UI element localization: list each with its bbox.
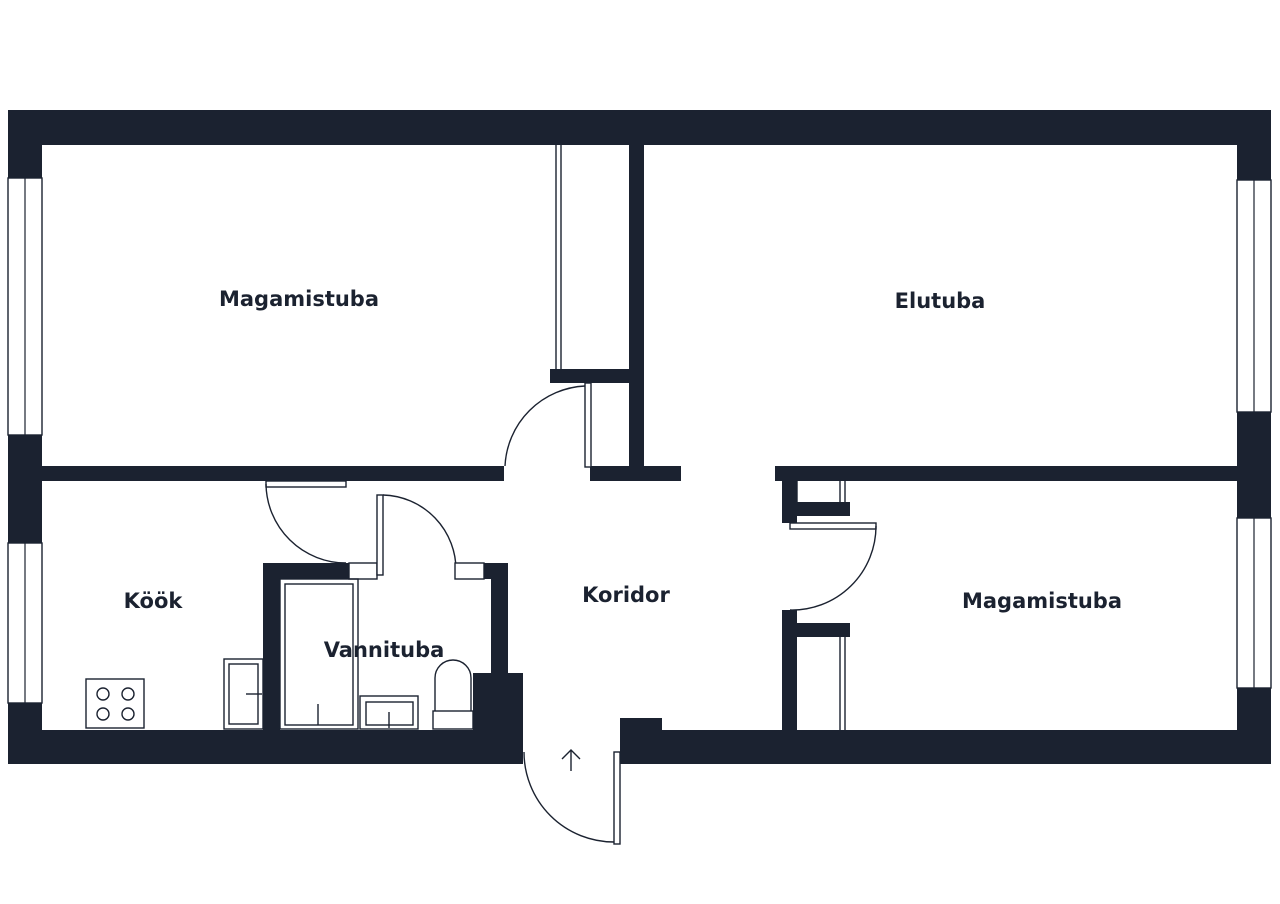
room-label-living-room: Elutuba — [895, 289, 986, 313]
kitchen-cabinet — [223, 658, 264, 730]
closet-doors — [555, 145, 846, 730]
stove-icon — [85, 678, 145, 729]
sink-icon — [359, 695, 419, 730]
shower-cabin — [279, 578, 359, 730]
room-label-kitchen: Köök — [124, 589, 184, 613]
room-label-bedroom-top: Magamistuba — [219, 287, 379, 311]
doors — [265, 382, 877, 845]
interior-walls — [42, 145, 1237, 730]
room-label-bathroom: Vannituba — [324, 638, 445, 662]
windows — [7, 177, 1272, 704]
room-label-bedroom-right: Magamistuba — [962, 589, 1122, 613]
toilet-icon — [432, 659, 474, 730]
exterior-walls — [8, 110, 1271, 764]
up-arrow-icon — [561, 749, 581, 771]
room-label-corridor: Koridor — [582, 583, 670, 607]
